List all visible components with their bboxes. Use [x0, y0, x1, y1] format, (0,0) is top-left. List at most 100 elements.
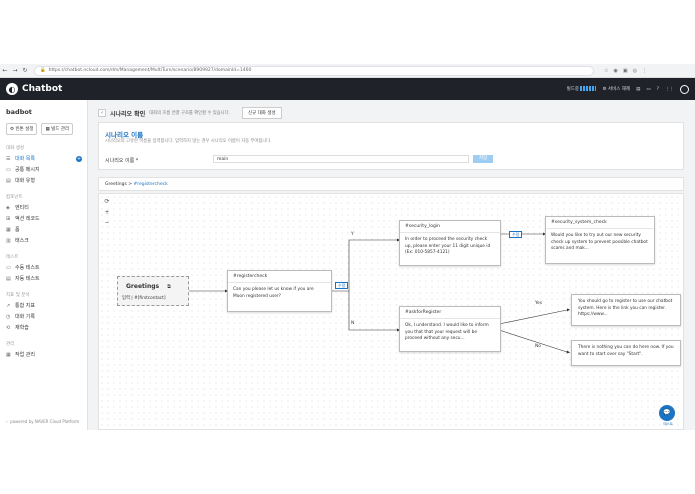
sidebar-item-auto-test[interactable]: ▤자동 테스트 — [6, 275, 82, 283]
settings-button[interactable]: ⚙ 빈톤 설정 — [6, 123, 38, 135]
reload-icon[interactable]: ↻ — [22, 67, 28, 74]
section-title: 시나리오 이름 — [105, 131, 144, 139]
edit-button[interactable]: 수정 — [335, 282, 349, 289]
edit-button[interactable]: 수정 — [509, 231, 523, 238]
sidebar-item-label: 통합 지표 — [15, 303, 35, 309]
section-title: 지표 및 분석 — [6, 293, 30, 298]
service-toggle[interactable]: ⚙ 서비스 해제 — [602, 87, 631, 92]
address-bar[interactable]: 🔒 https://chatbot.ncloud.com/dm/Manageme… — [34, 65, 594, 76]
build-button-label: 빌드 관리 — [51, 127, 70, 132]
star-icon[interactable]: ☆ — [604, 67, 609, 74]
section-description: 시나리오의 고유한 이름을 입력합니다. 입력하지 않는 경우 시나리오 이름이… — [105, 139, 272, 144]
extensions: ☆ ◉ ▣ ◎ ⋮ — [604, 68, 647, 74]
node-title: #askforRegister — [400, 307, 500, 319]
branch-label-n: N — [351, 321, 355, 326]
build-status: 빌드중 — [567, 86, 597, 92]
breadcrumb-separator: > — [128, 182, 133, 187]
sidebar-item-task[interactable]: ▥태스크 — [6, 237, 82, 245]
help-icon[interactable]: ? — [656, 86, 659, 92]
brand-name: Chatbot — [22, 84, 63, 94]
refresh-icon[interactable]: ⟳ — [104, 198, 110, 205]
action-icon: ⊞ — [6, 215, 11, 222]
message-icon: ▭ — [6, 166, 11, 173]
form-icon: ▦ — [6, 226, 11, 233]
greetings-title-text: Greetings — [126, 283, 160, 290]
collapse-icon[interactable]: ‹ — [6, 419, 8, 424]
branch-label-yes: Yes — [535, 301, 542, 306]
sidebar-item-label: 대화 유형 — [15, 178, 35, 184]
sidebar-item-label: 액션 레코드 — [15, 216, 40, 222]
new-dialog-button[interactable]: 신규 대화 생성 — [241, 107, 282, 119]
forward-icon[interactable]: → — [12, 67, 18, 74]
sidebar-item-retrain[interactable]: ⟲재학습 — [6, 324, 82, 332]
sidebar-item-label: 대화 목록 — [15, 156, 35, 162]
sidebar-item-action-record[interactable]: ⊞ 액션 레코드 — [6, 215, 82, 223]
add-icon[interactable]: + — [76, 155, 82, 162]
section-title: 컴포넌트 — [6, 195, 23, 200]
security-system-check-node[interactable]: #security_system_check Would you like to… — [545, 216, 655, 264]
node-body: Ok, I understand. I would like to inform… — [405, 323, 489, 341]
section-title: 테스트 — [6, 255, 19, 260]
menu-dots-icon[interactable]: ⋮ — [641, 67, 647, 74]
sidebar-footer: ‹ powered by NAVER Cloud Platform — [6, 419, 79, 424]
sidebar-item-entity[interactable]: ◈엔티티 — [6, 204, 82, 212]
main-content: ‹ 시나리오 확인 대화의 흐름 연결 구조를 확인할 수 있습니다. 신규 대… — [88, 100, 695, 430]
avatar[interactable] — [680, 84, 689, 94]
build-button[interactable]: ▦ 빌드 관리 — [41, 123, 74, 135]
entity-icon: ◈ — [6, 204, 10, 211]
no-response-node[interactable]: There is nothing you can do here now. If… — [571, 340, 681, 366]
task-icon: ▥ — [6, 237, 11, 244]
flow-canvas[interactable]: ⟳ + − Greetings ⧉ 입력 | #[fi — [98, 193, 684, 430]
url-text: https://chatbot.ncloud.com/dm/Management… — [48, 68, 252, 73]
section-title: 관리 — [6, 342, 15, 347]
sidebar-item-stats[interactable]: ↗통합 지표 — [6, 302, 82, 310]
extension-icon[interactable]: ▣ — [622, 67, 628, 74]
save-button[interactable]: 저장 — [473, 155, 493, 163]
service-label: 서비스 해제 — [607, 87, 631, 92]
bot-name: badbot — [6, 108, 32, 116]
zoom-out-icon[interactable]: − — [104, 219, 110, 226]
job-icon: ▦ — [6, 351, 11, 358]
section-title: 대화 생성 — [6, 146, 24, 151]
node-title: #security_system_check — [546, 217, 654, 229]
sidebar-item-label: 작업 관리 — [15, 352, 35, 358]
sidebar-item-history[interactable]: ◷대화 기록 — [6, 313, 82, 321]
yes-response-node[interactable]: You should go to register to use our cha… — [571, 294, 681, 326]
scenario-name-input[interactable]: main — [213, 155, 469, 163]
greetings-node[interactable]: Greetings ⧉ 입력 | #[firstcontact] — [117, 276, 189, 306]
security-login-node[interactable]: #security_login In order to proceed the … — [399, 220, 501, 266]
lock-icon: 🔒 — [40, 68, 46, 73]
external-link-icon[interactable]: ⧉ — [167, 284, 171, 290]
breadcrumb-root[interactable]: Greetings — [105, 182, 127, 187]
chat-icon[interactable]: ▭ — [646, 86, 651, 92]
extension-icon[interactable]: ◎ — [632, 67, 637, 74]
breadcrumb-current[interactable]: #registercheck — [133, 182, 168, 187]
node-body: In order to proceed the security check u… — [405, 237, 491, 255]
node-body: Can you please let us know if you are Mo… — [233, 287, 314, 299]
askforregister-node[interactable]: #askforRegister Ok, I understand. I woul… — [399, 306, 501, 352]
notice-icon[interactable]: ▤ — [636, 86, 641, 92]
sidebar-item-label: 대화 기록 — [15, 314, 35, 320]
sidebar: badbot ⚙ 빈톤 설정 ▦ 빌드 관리 대화 생성 ☰ 대화 목록 + ▭ 공통… — [0, 100, 88, 430]
build-label: 빌드중 — [566, 87, 580, 92]
sidebar-item-dialog-list[interactable]: ☰ 대화 목록 + — [6, 155, 82, 162]
page-title: 시나리오 확인 — [110, 110, 146, 118]
app-logo[interactable]: ◐ Chatbot — [6, 83, 62, 95]
sidebar-item-manual-test[interactable]: ▭수동 테스트 — [6, 264, 82, 272]
top-margin — [0, 0, 695, 64]
chat-widget-icon[interactable]: 💬 — [659, 405, 675, 421]
sidebar-item-dialog-type[interactable]: ▤대화 유형 — [6, 177, 82, 185]
back-button[interactable]: ‹ — [98, 109, 106, 117]
registercheck-node[interactable]: #registercheck Can you please let us kno… — [227, 270, 332, 312]
zoom-in-icon[interactable]: + — [104, 209, 110, 216]
back-icon[interactable]: ← — [2, 67, 8, 74]
breadcrumb: Greetings > #registercheck — [98, 177, 684, 191]
sidebar-item-common-message[interactable]: ▭ 공통 메시지 — [6, 166, 82, 174]
grid-icon[interactable]: ⋮⋮ — [665, 86, 674, 92]
list-icon: ☰ — [6, 155, 11, 162]
sidebar-item-label: 공통 메시지 — [15, 167, 40, 173]
sidebar-item-form[interactable]: ▦폼 — [6, 226, 82, 234]
sidebar-item-job-manage[interactable]: ▦ 작업 관리 — [6, 351, 82, 359]
extension-icon[interactable]: ◉ — [613, 67, 618, 74]
sidebar-item-label: 폼 — [15, 227, 20, 233]
